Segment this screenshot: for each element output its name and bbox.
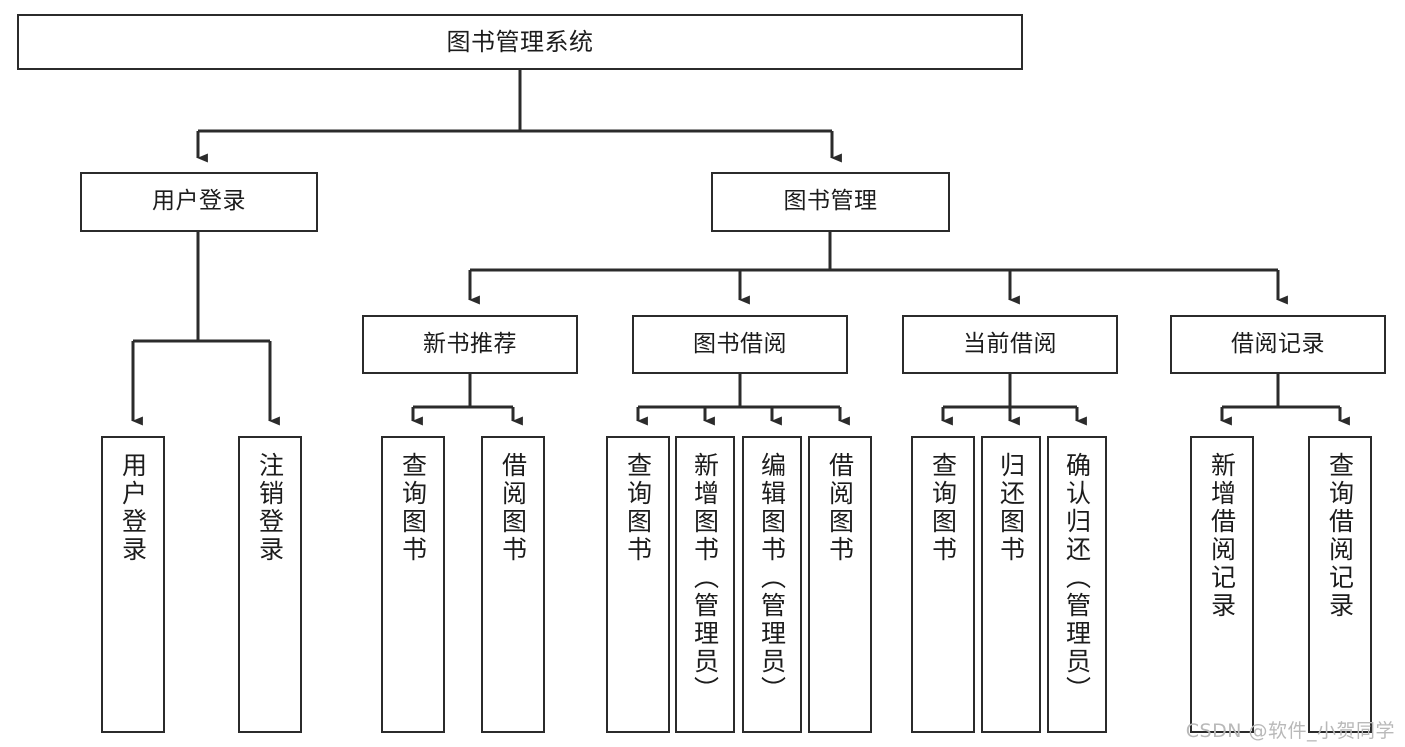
node-leaf-user-login[interactable]: 用户登录 [101,436,165,733]
node-group-book-borrow[interactable]: 图书借阅 [632,315,848,374]
node-label: 新增借阅记录 [1207,452,1237,620]
csdn-watermark: CSDN @软件_小贺同学 [1185,720,1395,742]
node-label: 确认归还（管理员） [1062,452,1092,704]
node-label: 用户登录 [152,188,246,215]
node-label: 查询图书 [623,452,653,564]
node-leaf-confirm-return-admin[interactable]: 确认归还（管理员） [1047,436,1107,733]
node-group-current-borrow[interactable]: 当前借阅 [902,315,1118,374]
node-label: 新书推荐 [423,330,517,357]
node-label: 归还图书 [996,452,1026,564]
node-leaf-user-logout[interactable]: 注销登录 [238,436,302,733]
node-branch-book-management[interactable]: 图书管理 [711,172,950,232]
node-label: 用户登录 [118,452,148,564]
node-leaf-borrow-book-recommend[interactable]: 借阅图书 [481,436,545,733]
node-label: 借阅图书 [825,452,855,564]
node-leaf-edit-book-admin[interactable]: 编辑图书（管理员） [742,436,802,733]
node-label: 新增图书（管理员） [690,452,720,704]
node-label: 查询图书 [398,452,428,564]
node-leaf-return-book[interactable]: 归还图书 [981,436,1041,733]
node-label: 图书借阅 [693,330,787,357]
node-label: 查询借阅记录 [1325,452,1355,620]
node-label: 借阅图书 [498,452,528,564]
node-label: 借阅记录 [1231,330,1325,357]
node-label: 图书管理系统 [446,27,594,56]
node-label: 当前借阅 [963,330,1057,357]
node-label: 图书管理 [783,188,878,215]
node-label: 编辑图书（管理员） [757,452,787,704]
node-leaf-search-book-recommend[interactable]: 查询图书 [381,436,445,733]
node-label: 查询图书 [928,452,958,564]
node-leaf-search-borrow-record[interactable]: 查询借阅记录 [1308,436,1372,733]
node-leaf-add-borrow-record[interactable]: 新增借阅记录 [1190,436,1254,733]
node-label: 注销登录 [255,452,285,564]
node-leaf-borrow-book[interactable]: 借阅图书 [808,436,872,733]
node-root-system[interactable]: 图书管理系统 [17,14,1023,70]
node-leaf-search-book-current[interactable]: 查询图书 [911,436,975,733]
node-group-borrow-records[interactable]: 借阅记录 [1170,315,1386,374]
node-group-new-book-recommend[interactable]: 新书推荐 [362,315,578,374]
node-leaf-search-book-borrow[interactable]: 查询图书 [606,436,670,733]
node-leaf-add-book-admin[interactable]: 新增图书（管理员） [675,436,735,733]
node-branch-user-login[interactable]: 用户登录 [80,172,318,232]
